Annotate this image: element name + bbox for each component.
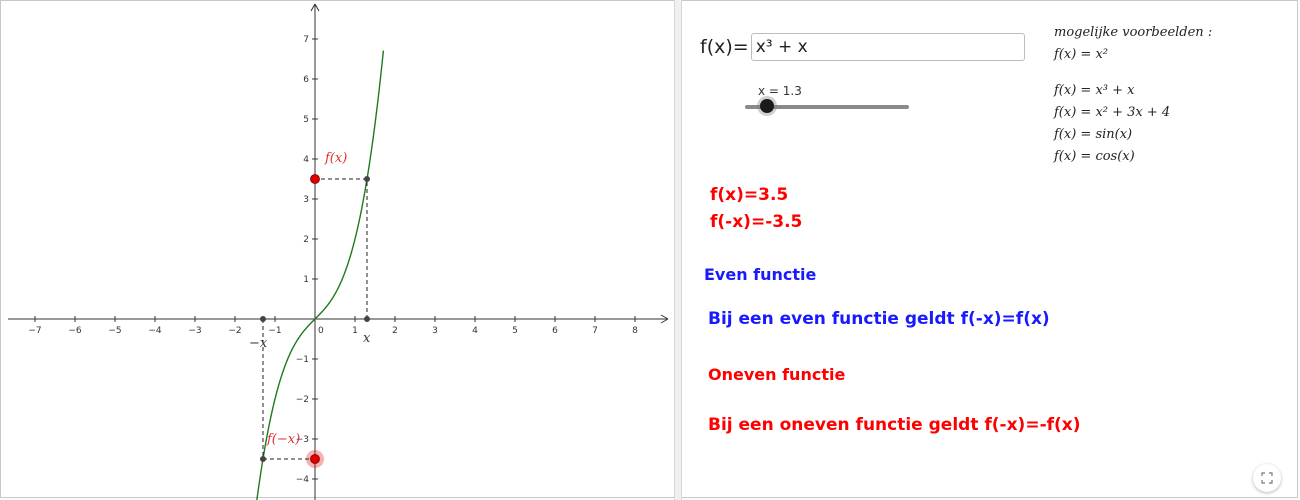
x-slider-handle[interactable] [760, 99, 774, 113]
fullscreen-button[interactable] [1253, 464, 1281, 492]
x-tick-label: −7 [28, 326, 41, 336]
x-tick-label: 7 [592, 326, 598, 336]
x-tick-label: 4 [472, 326, 478, 336]
x-tick-label: −2 [228, 326, 241, 336]
y-tick-label: −2 [296, 395, 309, 405]
examples-list: mogelijke voorbeelden : f(x) = x² f(x) =… [1054, 22, 1294, 168]
x-tick-label: −4 [148, 326, 162, 336]
y-tick-label: −4 [296, 475, 310, 485]
graphing-view[interactable]: −7 −6 −5 −4 −3 −2 −1 1 2 3 4 5 6 7 8 −4 −3 −2 −1 1 2 3 4 5 6 7 0 f… [0, 0, 674, 500]
function-input[interactable] [750, 33, 1025, 61]
guide-lines [262, 178, 368, 460]
helper-point [260, 316, 266, 322]
y-tick-label: −3 [296, 435, 309, 445]
points: f(x) f(−x) x −x [249, 151, 371, 468]
example-item: f(x) = cos(x) [1054, 149, 1135, 164]
x-axis-arrow [660, 314, 669, 324]
x-tick-label: −6 [68, 326, 82, 336]
helper-point [364, 176, 370, 182]
x-tick-label: −5 [108, 326, 121, 336]
x-tick-label: 1 [352, 326, 358, 336]
even-function-rule: Bij een even functie geldt f(-x)=f(x) [708, 309, 1050, 329]
function-input-row: f(x)= [700, 32, 1025, 62]
fullscreen-icon [1261, 472, 1273, 484]
view-divider[interactable] [674, 0, 682, 500]
fx-point [310, 174, 320, 184]
x-tick-label: 5 [512, 326, 518, 336]
y-tick-label: 4 [303, 155, 309, 165]
y-tick-label: 7 [303, 35, 309, 45]
y-tick-label: −1 [296, 355, 309, 365]
fx-value-text: f(x)=3.5 [710, 185, 789, 205]
slider-label: x = 1.3 [758, 84, 802, 98]
x-tick-label: 8 [632, 326, 638, 336]
y-tick-label: 3 [303, 195, 309, 205]
example-item: f(x) = x³ + x [1054, 83, 1135, 98]
y-tick-label: 5 [303, 115, 309, 125]
x-tick-label: 3 [432, 326, 438, 336]
x-label: x [363, 331, 371, 346]
example-item: f(x) = x² [1054, 47, 1108, 62]
examples-heading: mogelijke voorbeelden : [1054, 25, 1213, 40]
x-tick-label: 2 [392, 326, 398, 336]
x-tick-label: 6 [552, 326, 558, 336]
x-tick-label: −1 [268, 326, 281, 336]
example-item: f(x) = sin(x) [1054, 127, 1133, 142]
y-tick-label: 1 [303, 275, 309, 285]
helper-point [364, 316, 370, 322]
algebra-panel: f(x)= x = 1.3 mogelijke voorbeelden : f(… [682, 0, 1300, 500]
x-tick-label: −3 [188, 326, 201, 336]
y-tick-label: 6 [303, 75, 309, 85]
odd-function-title: Oneven functie [708, 365, 846, 384]
y-axis-arrow [310, 3, 320, 12]
fx-label: f(x) [324, 151, 347, 166]
example-item: f(x) = x² + 3x + 4 [1054, 105, 1171, 120]
function-input-label: f(x)= [700, 36, 749, 58]
origin-label: 0 [318, 326, 324, 336]
x-slider-track[interactable] [745, 105, 909, 109]
helper-point [260, 456, 266, 462]
axes: −7 −6 −5 −4 −3 −2 −1 1 2 3 4 5 6 7 8 −4 −3 −2 −1 1 2 3 4 5 6 7 0 [8, 3, 669, 500]
f-neg-x-label: f(−x) [266, 432, 300, 447]
odd-function-rule: Bij een oneven functie geldt f(-x)=-f(x) [708, 415, 1081, 435]
neg-x-label: −x [249, 336, 268, 351]
f-neg-x-point [310, 454, 320, 464]
y-tick-label: 2 [303, 235, 309, 245]
curve-path [256, 50, 385, 500]
even-function-title: Even functie [704, 265, 817, 284]
f-neg-x-value-text: f(-x)=-3.5 [710, 212, 803, 232]
function-curve [256, 50, 385, 500]
